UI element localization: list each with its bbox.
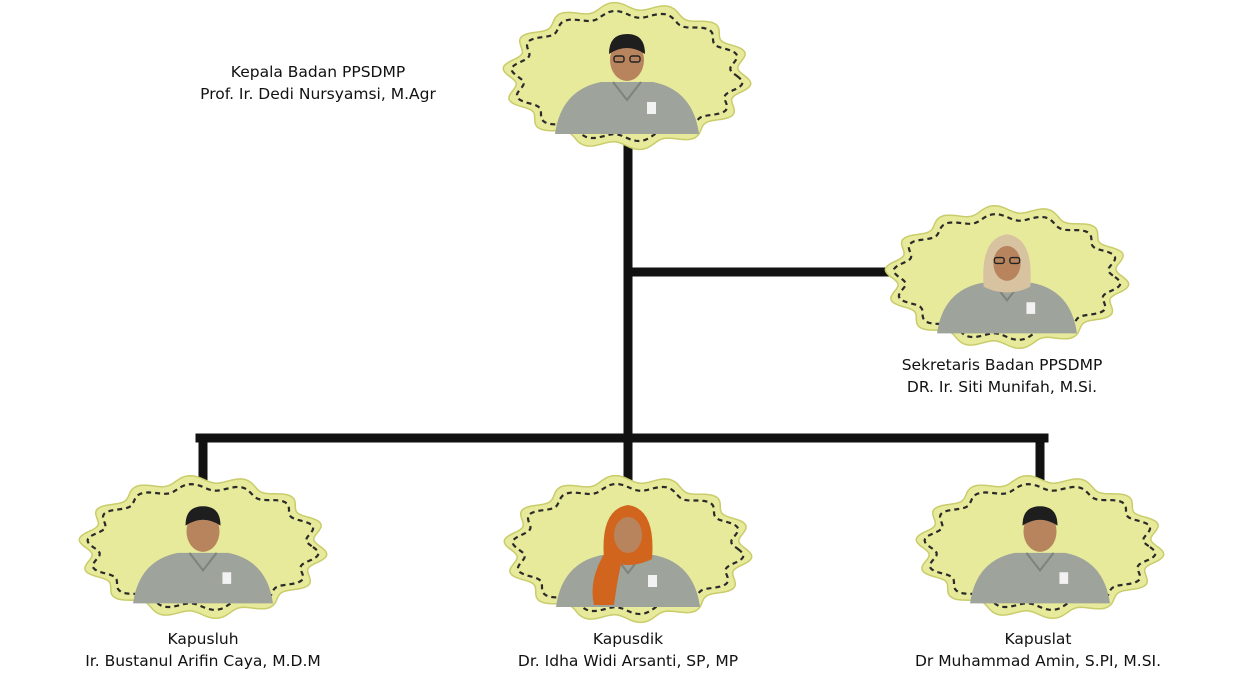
role-sekretaris: Sekretaris Badan PPSDMP xyxy=(901,356,1103,374)
label-kapusdik: Kapusdik Dr. Idha Widi Arsanti, SP, MP xyxy=(448,628,808,672)
label-kepala: Kepala Badan PPSDMP Prof. Ir. Dedi Nursy… xyxy=(168,61,468,105)
name-kapusdik: Dr. Idha Widi Arsanti, SP, MP xyxy=(517,652,739,670)
collar-shape xyxy=(188,552,218,572)
id-card-icon xyxy=(647,102,656,114)
official-portrait-icon xyxy=(555,34,699,134)
face-shape xyxy=(186,511,220,552)
hair-shape xyxy=(1022,506,1058,526)
badge-kapusdik xyxy=(503,474,753,624)
badge-kapusluh xyxy=(78,474,328,620)
connector-lines xyxy=(195,139,1049,485)
uniform-shape xyxy=(555,82,699,134)
label-kapusluh: Kapusluh Ir. Bustanul Arifin Caya, M.D.M xyxy=(18,628,388,672)
collar-shape xyxy=(1025,552,1055,572)
name-kapuslat: Dr Muhammad Amin, S.PI, M.SI. xyxy=(914,652,1162,670)
role-kapuslat: Kapuslat xyxy=(1004,630,1072,648)
uniform-shape xyxy=(556,555,700,607)
official-portrait-icon xyxy=(556,505,700,607)
name-kapusluh: Ir. Bustanul Arifin Caya, M.D.M xyxy=(85,652,321,670)
face-shape xyxy=(614,517,642,553)
badge-sekretaris xyxy=(884,204,1130,350)
badge-kepala xyxy=(502,1,752,151)
glasses-lens-right xyxy=(629,55,641,63)
uniform-shape xyxy=(937,282,1077,334)
id-card-icon xyxy=(1059,572,1069,584)
label-sekretaris: Sekretaris Badan PPSDMP DR. Ir. Siti Mun… xyxy=(842,354,1162,398)
role-kepala: Kepala Badan PPSDMP xyxy=(230,63,406,81)
official-portrait-icon xyxy=(133,506,273,604)
hair-shape xyxy=(185,506,221,526)
glasses-lens-left xyxy=(993,256,1005,265)
id-card-icon xyxy=(1026,302,1036,314)
role-kapusluh: Kapusluh xyxy=(167,630,239,648)
face-shape xyxy=(610,39,644,81)
portrait-badges xyxy=(78,1,1165,624)
name-sekretaris: DR. Ir. Siti Munifah, M.Si. xyxy=(906,378,1098,396)
uniform-shape xyxy=(133,552,273,604)
name-kepala: Prof. Ir. Dedi Nursyamsi, M.Agr xyxy=(200,85,436,103)
collar-shape xyxy=(612,81,642,102)
label-kapuslat: Kapuslat Dr Muhammad Amin, S.PI, M.SI. xyxy=(848,628,1228,672)
badge-stitch xyxy=(511,482,745,616)
role-kapusdik: Kapusdik xyxy=(592,630,664,648)
official-portrait-icon xyxy=(970,506,1110,604)
face-shape xyxy=(993,245,1021,281)
id-card-icon xyxy=(222,572,232,584)
badge-kapuslat xyxy=(915,474,1165,620)
badge-stitch xyxy=(510,9,744,143)
official-portrait-icon xyxy=(937,234,1077,334)
id-card-icon xyxy=(648,575,657,587)
face-shape xyxy=(1023,511,1057,552)
scarf-drape-shape xyxy=(592,551,622,605)
hair-shape xyxy=(609,34,645,54)
uniform-shape xyxy=(970,552,1110,604)
glasses-lens-right xyxy=(1009,256,1021,265)
glasses-lens-left xyxy=(613,55,625,63)
